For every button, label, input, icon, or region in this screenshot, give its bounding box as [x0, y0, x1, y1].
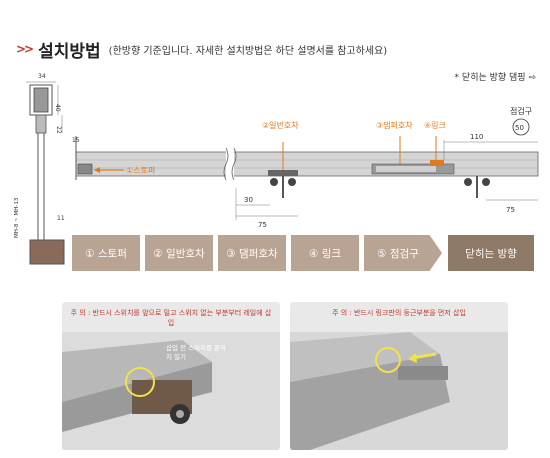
dim-110: 110: [470, 133, 483, 141]
section-title: 설치방법: [38, 41, 101, 62]
height-note: MH-8 ~ MH-13: [14, 197, 20, 238]
dim-22: 22: [55, 126, 62, 134]
label-inspection: 점검구: [510, 106, 532, 116]
top-rail: [75, 136, 539, 181]
step-inspection: ⑤ 점검구: [364, 235, 442, 271]
section-subtitle: (한방향 기준입니다. 자세한 설치방법은 하단 설명서를 참고하세요): [108, 45, 388, 57]
step-link: ④ 링크: [291, 235, 359, 271]
label-link: ④링크: [424, 120, 446, 130]
label-hanger: ②일반호차: [262, 121, 299, 130]
rail-profile-left: [26, 81, 65, 265]
dim-50-badge: [512, 118, 530, 136]
installation-drawing: 34 40 22 11 MH-8 ~ MH-13 15 ①스토퍼 ②일반호차: [14, 73, 539, 265]
installation-steps: ① 스토퍼 ② 일반호차 ③ 댐퍼호차 ④ 링크 ⑤ 점검구 닫히는 방향: [72, 235, 534, 271]
label-stopper: ①스토퍼: [126, 166, 155, 175]
dim-50: 50: [515, 124, 524, 132]
hanger-insert-photo: [62, 332, 280, 450]
stopper-part: [77, 163, 93, 175]
stopper-arrow-icon: [94, 167, 100, 173]
dim-75a: 75: [258, 221, 267, 229]
dim-30: 30: [244, 196, 253, 204]
caution-note-2: 주 의 : 반드시 링크판의 둥근부분을 먼저 삽입: [332, 309, 466, 317]
section-header: >> 설치방법 (한방향 기준입니다. 자세한 설치방법은 하단 설명서를 참고…: [16, 38, 388, 62]
step-damper: ③ 댐퍼호차: [218, 235, 286, 271]
photo-panel-hanger-insert: 주 의 : 반드시 스위치를 앞으로 밀고 스위치 없는 부분부터 레일에 삽입…: [62, 302, 280, 450]
step-closing-direction: 닫히는 방향: [448, 235, 534, 271]
caution-note-1: 주 의 : 반드시 스위치를 앞으로 밀고 스위치 없는 부분부터 레일에 삽입: [70, 309, 272, 327]
label-damper: ③댐퍼호차: [376, 120, 413, 130]
direction-note: * 닫히는 방향 댐핑 ⇨: [454, 73, 536, 83]
dim-40: 40: [54, 104, 61, 112]
link-insert-photo: [290, 332, 508, 450]
dim-15: 15: [72, 137, 80, 144]
chevron-mark-icon: >>: [16, 42, 34, 56]
dim-34: 34: [38, 73, 46, 80]
dim-75b: 75: [506, 206, 515, 214]
photo-panel-link-insert: 주 의 : 반드시 링크판의 둥근부분을 먼저 삽입: [290, 302, 508, 450]
damper-part: [371, 136, 490, 198]
insert-callout: 삽입 전 스위치를 끝까지 밀기: [166, 344, 227, 361]
step-stopper: ① 스토퍼: [72, 235, 140, 271]
hanger-part: [268, 142, 298, 198]
step-hanger: ② 일반호차: [145, 235, 213, 271]
dim-11: 11: [57, 215, 65, 222]
